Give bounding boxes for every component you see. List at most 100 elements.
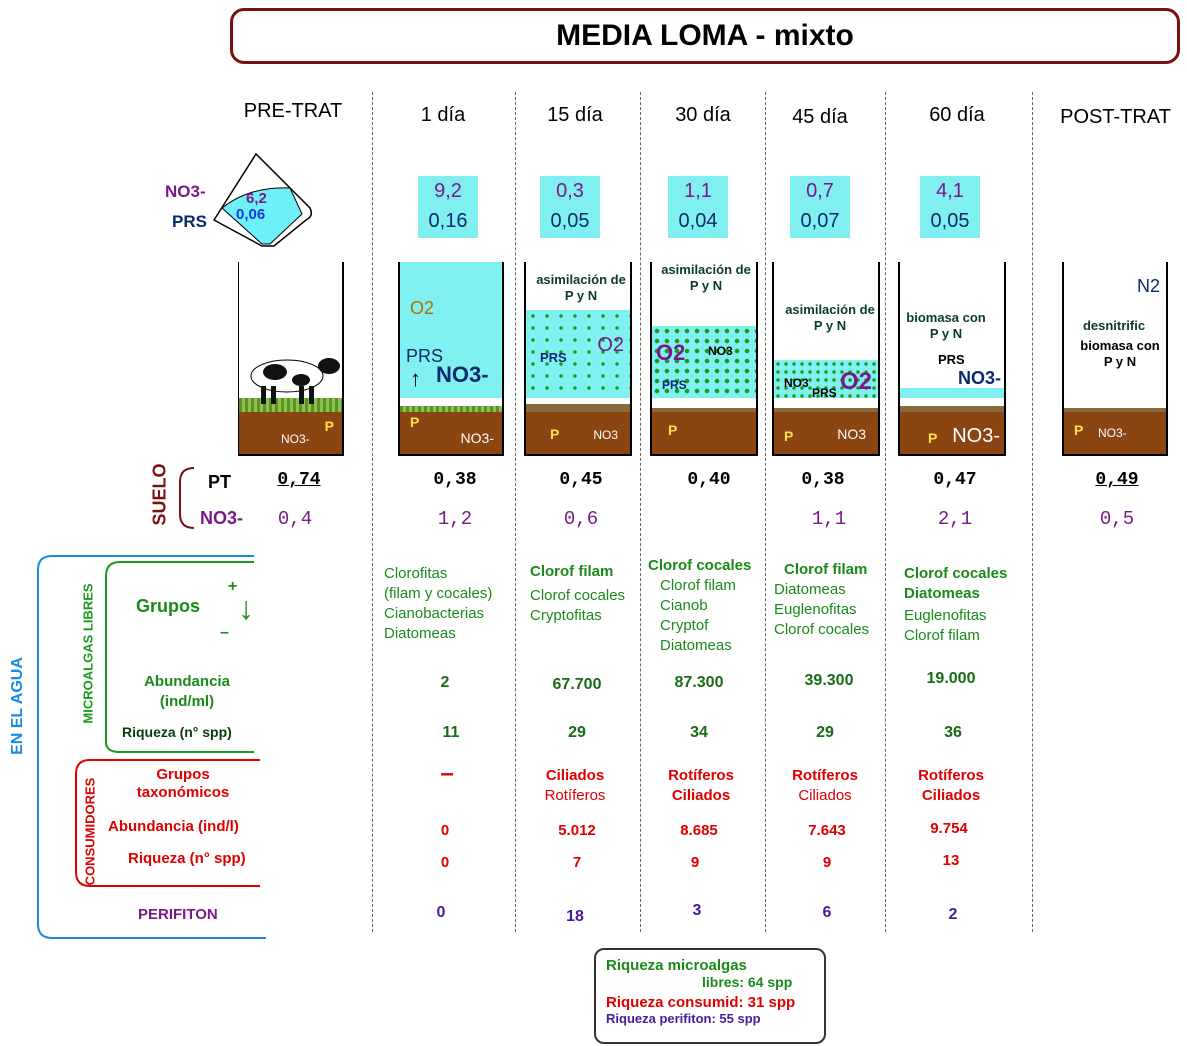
- abundance-value: 39.300: [804, 672, 854, 689]
- column-header: 60 día: [929, 104, 985, 126]
- column-header: POST-TRAT: [1060, 106, 1171, 128]
- agua-label: EN EL AGUA: [9, 657, 26, 755]
- periphyton-value: 0: [436, 904, 446, 921]
- consumer-richness-value: 9: [690, 854, 700, 871]
- consumer-abundance-value: 9.754: [930, 820, 968, 837]
- soil-no3-value: 0,5: [1099, 508, 1135, 530]
- cow-icon: [250, 358, 340, 404]
- summary-periphyton: Riqueza perifiton: 55 spp: [606, 1011, 761, 1026]
- abundance-value: 87.300: [674, 674, 724, 691]
- column-separator: [885, 92, 886, 932]
- periphyton-value: 6: [822, 904, 832, 921]
- cons-riqueza-label: Riqueza (n° spp): [128, 850, 246, 867]
- periphyton-value: 18: [566, 908, 584, 925]
- soil-no3-value: 0,6: [563, 508, 599, 530]
- consumer-abundance-value: 5.012: [558, 822, 596, 839]
- richness-value: 29: [568, 724, 586, 741]
- riqueza-label: Riqueza (n° spp): [122, 724, 232, 740]
- water-bucket-icon: [212, 152, 313, 247]
- richness-value: 29: [816, 724, 834, 741]
- consumer-groups: –: [440, 760, 454, 787]
- pt-value: 0,74: [277, 470, 321, 490]
- column-separator: [640, 92, 641, 932]
- consumer-richness-value: 7: [572, 854, 582, 871]
- beaker-45-dia: asimilación de P y N NO3 PRS O2 P NO3: [772, 262, 880, 456]
- pt-value: 0,40: [687, 470, 731, 490]
- abundance-value: 67.700: [552, 676, 602, 693]
- summary-box: Riqueza microalgas libres: 64 spp Riquez…: [594, 948, 826, 1044]
- perifiton-label: PERIFITON: [138, 906, 218, 923]
- column-separator: [765, 92, 766, 932]
- agua-brackets: [37, 555, 266, 939]
- column-header: 30 día: [675, 104, 731, 126]
- richness-value: 34: [690, 724, 708, 741]
- summary-consumers: Riqueza consumid: 31 spp: [606, 994, 796, 1011]
- consumer-richness-value: 13: [942, 852, 960, 869]
- beaker-pre: P NO3-: [238, 262, 344, 456]
- no3-label: NO3-: [165, 182, 206, 201]
- pt-value: 0,47: [933, 470, 977, 490]
- richness-value: 36: [944, 724, 962, 741]
- periphyton-value: 3: [692, 902, 702, 919]
- soil-no3-value: 0,4: [277, 508, 313, 530]
- minus-sign: –: [220, 624, 229, 641]
- abundance-value: 19.000: [926, 670, 976, 687]
- plus-sign: +: [228, 578, 238, 595]
- grupos-label: Grupos: [136, 596, 201, 616]
- down-arrow-icon: ↓: [238, 590, 254, 626]
- abundancia-label: Abundancia (ind/ml): [144, 673, 230, 710]
- beaker-1-dia: O2 PRS ↑ NO3- P NO3-: [398, 262, 504, 456]
- beaker-post: N2 desnitrific biomasa con P y N P NO3-: [1062, 262, 1168, 456]
- periphyton-value: 2: [948, 906, 958, 923]
- richness-value: 11: [442, 724, 460, 741]
- microalgae-groups: Clorofitas(filam y cocales)Cianobacteria…: [384, 565, 493, 642]
- summary-micro: Riqueza microalgas libres: 64 spp: [606, 957, 793, 991]
- beaker-60-dia: biomasa con P y N PRS NO3- P NO3-: [898, 262, 1006, 456]
- consumer-abundance-value: 0: [440, 822, 450, 839]
- beaker-30-dia: asimilación de P y N O2 NO3 PRS P: [650, 262, 758, 456]
- pt-value: 0,45: [559, 470, 603, 490]
- abundance-value: 2: [440, 674, 450, 691]
- consumer-richness-value: 0: [440, 854, 450, 871]
- soil-no3-value: 1,2: [437, 508, 473, 530]
- pre-no3-value: 6,2: [246, 190, 267, 207]
- column-separator: [372, 92, 373, 932]
- soil-no3-label: NO3-: [200, 508, 244, 528]
- column-separator: [1032, 92, 1033, 932]
- column-header: 15 día: [547, 104, 603, 126]
- consumer-abundance-value: 7.643: [808, 822, 846, 839]
- soil-no3-value: 2,1: [937, 508, 973, 530]
- column-header: 45 día: [792, 106, 848, 128]
- soil-no3-value: 1,1: [811, 508, 847, 530]
- pt-value: 0,49: [1095, 470, 1139, 490]
- column-header: PRE-TRAT: [243, 100, 343, 122]
- consumer-abundance-value: 8.685: [680, 822, 718, 839]
- pre-prs-value: 0,06: [236, 206, 266, 223]
- pt-label: PT: [208, 472, 232, 492]
- pt-value: 0,38: [433, 470, 477, 490]
- column-separator: [515, 92, 516, 932]
- cons-abundancia-label: Abundancia (ind/l): [108, 818, 239, 835]
- prs-label: PRS: [172, 212, 207, 231]
- column-header: 1 día: [420, 104, 466, 126]
- suelo-brace: [179, 467, 195, 529]
- title: MEDIA LOMA - mixto: [230, 8, 1180, 64]
- beaker-15-dia: asimilación de P y N PRS O2 P NO3: [524, 262, 632, 456]
- microalgas-label: MICROALGAS LIBRES: [80, 583, 96, 724]
- pt-value: 0,38: [801, 470, 845, 490]
- consumidores-label: CONSUMIDORES: [82, 777, 98, 886]
